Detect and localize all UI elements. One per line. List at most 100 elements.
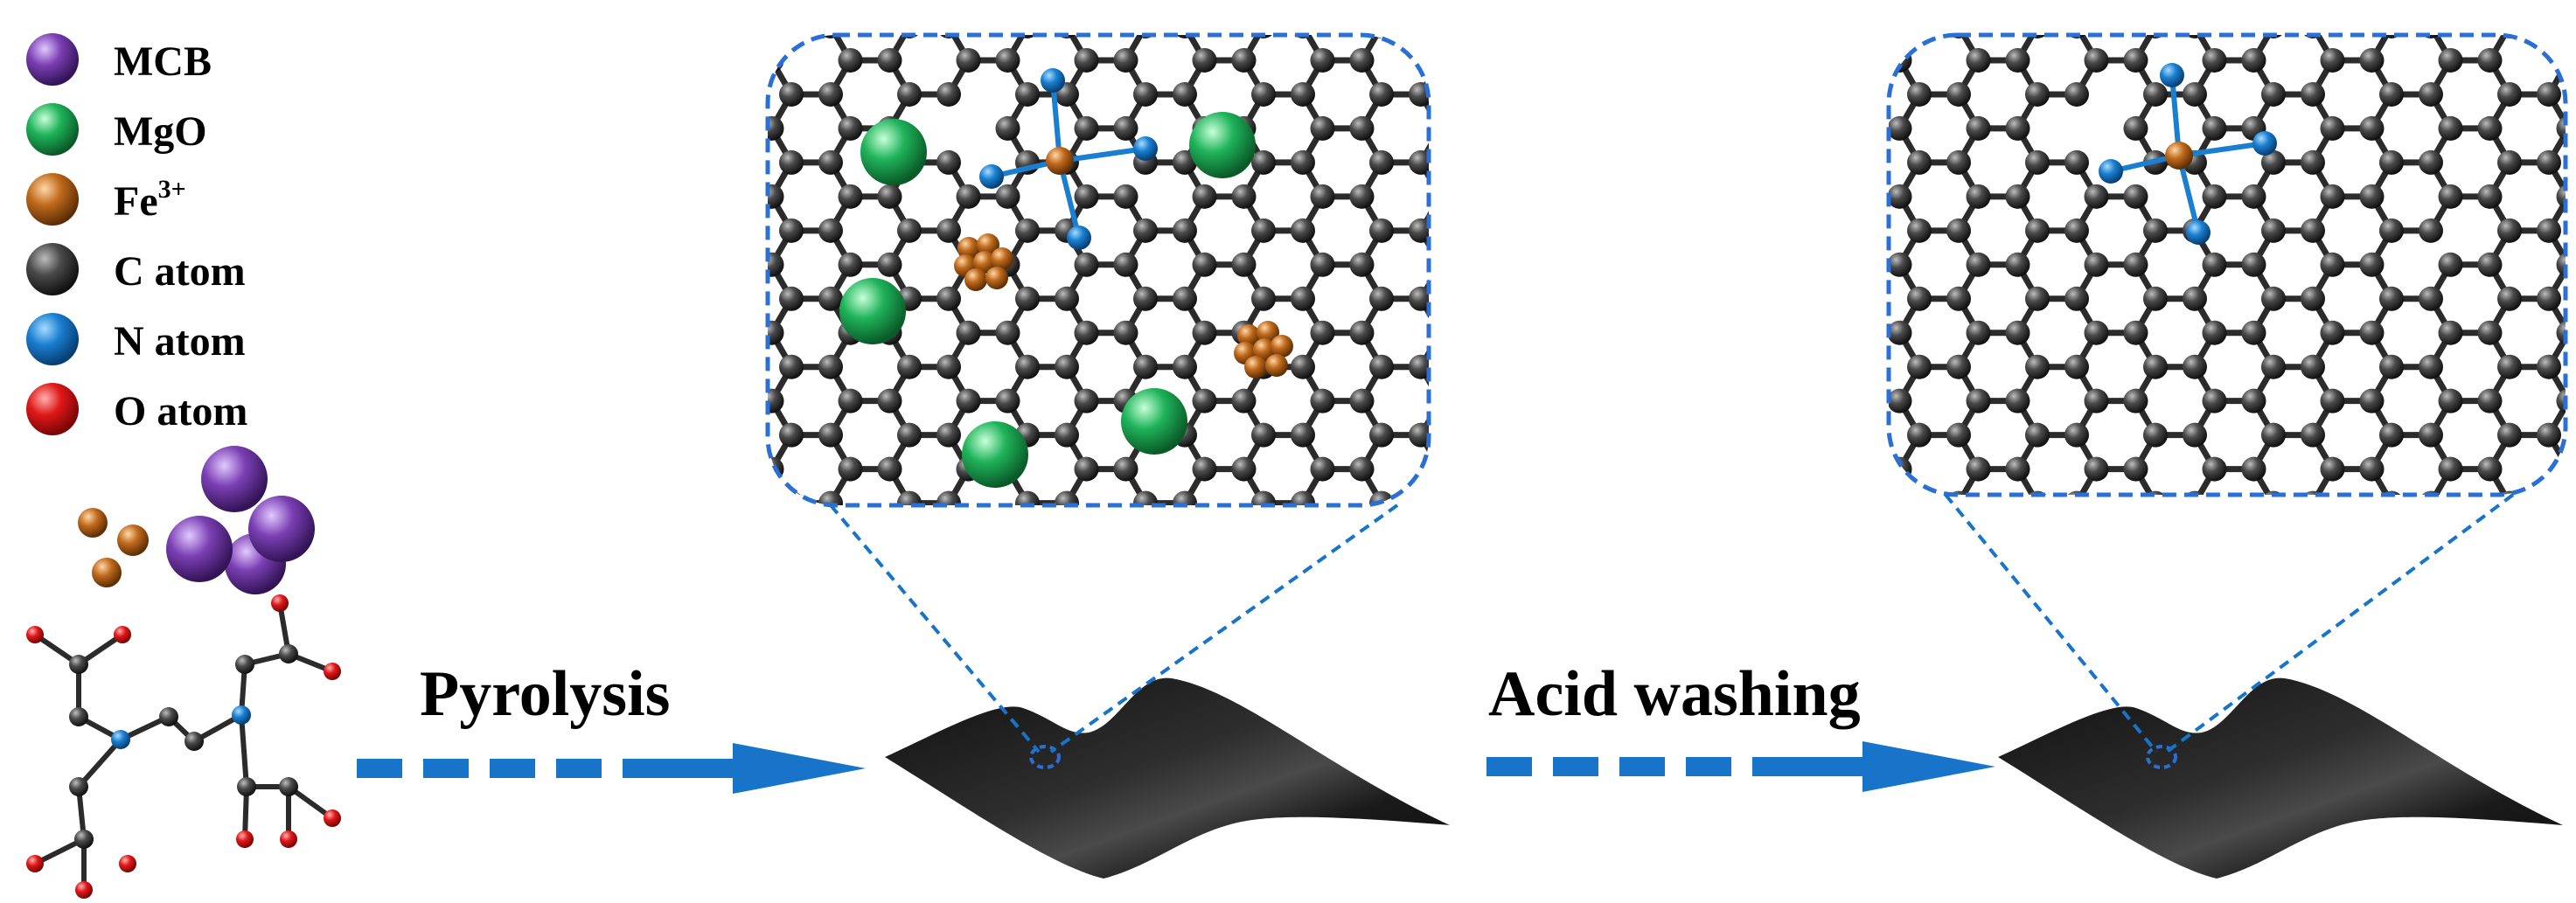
carbon-atom xyxy=(1291,490,1315,505)
carbon-atom xyxy=(1310,456,1335,482)
carbon-atom xyxy=(1487,219,1512,243)
carbon-atom xyxy=(661,627,686,651)
carbon-atom xyxy=(1369,81,1394,107)
carbon-atom xyxy=(1946,627,1971,651)
carbon-atom xyxy=(779,490,804,505)
carbon-atom xyxy=(2320,388,2345,413)
oxygen-atom xyxy=(324,663,341,680)
carbon-atom xyxy=(2477,184,2503,209)
carbon-atom xyxy=(1946,218,1971,243)
carbon-atom xyxy=(957,0,981,4)
carbon-atom xyxy=(2006,0,2030,4)
carbon-atom xyxy=(1192,320,1217,345)
carbon-atom xyxy=(661,150,686,175)
carbon-atom xyxy=(1074,115,1099,141)
carbon-atom xyxy=(1789,559,1814,584)
carbon-atom xyxy=(1291,286,1315,311)
carbon-atom xyxy=(760,661,784,685)
acid-washing-arrow xyxy=(1486,741,1995,792)
carbon-atom xyxy=(642,48,666,73)
carbon-atom xyxy=(1848,116,1873,141)
carbon-atom xyxy=(897,559,922,584)
carbon-atom xyxy=(2183,559,2207,584)
carbon-atom xyxy=(1055,286,1079,311)
carbon-atom xyxy=(2537,35,2561,38)
carbon-atom xyxy=(1946,286,1971,311)
carbon-atom xyxy=(2359,47,2385,73)
carbon-atom xyxy=(2005,47,2030,73)
carbon-atom xyxy=(2005,184,2030,209)
carbon-atom xyxy=(2202,456,2227,482)
carbon-atom xyxy=(700,491,725,516)
carbon-atom xyxy=(1291,149,1315,175)
carbon-atom xyxy=(2123,252,2148,277)
carbon-atom xyxy=(2301,149,2325,175)
carbon-atom xyxy=(1848,321,1873,345)
carbon-atom xyxy=(995,115,1020,141)
carbon-atom xyxy=(1889,184,1912,209)
carbon-atom xyxy=(1251,218,1276,243)
carbon-atom xyxy=(2379,354,2404,379)
carbon-atom xyxy=(2143,354,2168,379)
carbon-atom xyxy=(2438,184,2463,209)
carbon-atom xyxy=(2123,320,2148,345)
carbon-atom xyxy=(1349,47,1375,73)
carbon-atom xyxy=(700,14,725,38)
carbon-atom xyxy=(1967,594,1991,618)
carbon-atom xyxy=(1369,149,1394,175)
carbon-atom xyxy=(1770,594,1794,618)
carbon-atom xyxy=(1350,0,1375,4)
carbon-atom xyxy=(2438,115,2463,141)
carbon-atom xyxy=(956,184,981,209)
carbon-atom xyxy=(2497,422,2522,448)
carbon-atom xyxy=(700,627,725,651)
carbon-atom xyxy=(1232,0,1257,4)
red-sphere-icon xyxy=(26,383,79,435)
carbon-atom xyxy=(2321,661,2345,685)
carbon-atom xyxy=(1907,35,1932,38)
carbon-atom xyxy=(1133,354,1158,379)
carbon-atom xyxy=(2143,218,2168,243)
carbon-atom xyxy=(1527,355,1551,379)
carbon-atom xyxy=(74,830,94,849)
carbon-atom xyxy=(1966,252,1991,277)
carbon-atom xyxy=(2005,252,2030,277)
carbon-atom xyxy=(878,0,902,4)
carbon-atom xyxy=(1527,14,1551,38)
carbon-atom xyxy=(2321,0,2345,4)
carbon-atom xyxy=(1015,354,1040,379)
carbon-atom xyxy=(1075,0,1099,4)
carbon-atom xyxy=(700,355,725,379)
carbon-atom xyxy=(2183,286,2207,311)
carbon-atom xyxy=(1946,149,1971,175)
carbon-atom xyxy=(2123,184,2148,209)
nitrogen-atom xyxy=(979,164,1004,189)
carbon-atom xyxy=(2477,252,2503,277)
carbon-atom xyxy=(897,490,922,505)
carbon-atom xyxy=(1015,81,1040,107)
carbon-atom xyxy=(700,287,725,311)
carbon-atom xyxy=(700,423,725,448)
carbon-atom xyxy=(1789,287,1814,311)
carbon-atom xyxy=(1114,525,1138,550)
carbon-atom xyxy=(2419,695,2443,719)
carbon-atom xyxy=(1789,491,1814,516)
carbon-atom xyxy=(2064,149,2089,175)
carbon-atom xyxy=(1487,150,1512,175)
carbon-atom xyxy=(1232,525,1257,550)
carbon-atom xyxy=(1369,354,1394,379)
carbon-atom xyxy=(1232,661,1257,685)
fe-cluster-atom xyxy=(1237,324,1260,347)
carbon-atom xyxy=(1192,184,1217,209)
carbon-atom xyxy=(1946,354,1971,379)
carbon-atom xyxy=(1789,82,1814,107)
carbon-atom xyxy=(1527,491,1551,516)
carbon-atom xyxy=(1114,594,1138,618)
carbon-atom xyxy=(1828,423,1853,448)
carbon-atom xyxy=(1946,81,1971,107)
carbon-atom xyxy=(1409,695,1433,719)
legend-label-superscript: 3+ xyxy=(158,175,186,204)
carbon-atom xyxy=(2241,184,2266,209)
carbon-atom xyxy=(2242,0,2266,4)
carbon-atom xyxy=(1468,457,1493,482)
